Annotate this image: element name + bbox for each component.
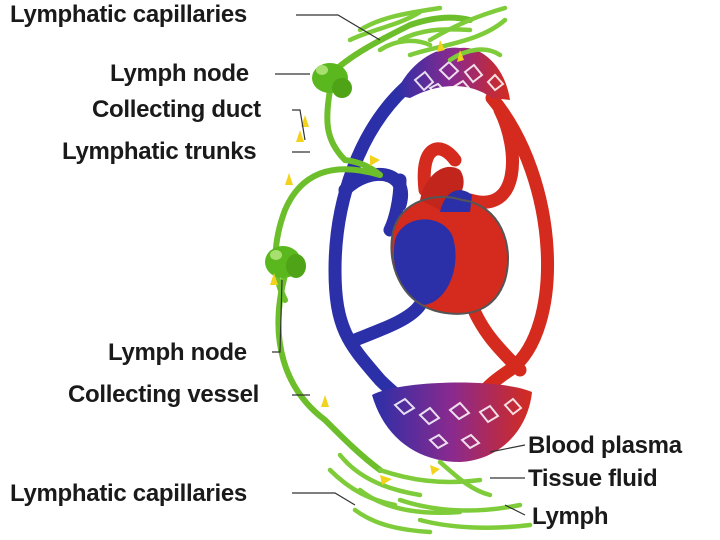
lymphatic-capillaries-bottom xyxy=(327,452,533,535)
label-tissue-fluid: Tissue fluid xyxy=(528,465,658,492)
label-lymphatic-capillaries-top: Lymphatic capillaries xyxy=(10,1,247,28)
label-collecting-duct: Collecting duct xyxy=(92,96,261,123)
lymph-node-bottom xyxy=(265,246,306,278)
heart xyxy=(390,166,509,315)
capillary-bed-bottom xyxy=(372,382,532,462)
label-lymph-node-bottom: Lymph node xyxy=(108,339,247,366)
lymph-node-top xyxy=(312,63,352,98)
label-collecting-vessel: Collecting vessel xyxy=(68,381,259,408)
label-blood-plasma: Blood plasma xyxy=(528,432,682,459)
lymphatic-capillaries-top xyxy=(347,5,508,63)
leader-lines xyxy=(272,14,526,516)
vein-vessels xyxy=(328,81,427,405)
label-lymphatic-trunks: Lymphatic trunks xyxy=(62,138,257,165)
label-lymph: Lymph xyxy=(532,503,609,530)
label-lymph-node-top: Lymph node xyxy=(110,60,249,87)
flow-arrows xyxy=(270,40,464,485)
label-lymphatic-capillaries-bottom: Lymphatic capillaries xyxy=(10,480,247,507)
capillary-bed-top xyxy=(395,47,510,100)
